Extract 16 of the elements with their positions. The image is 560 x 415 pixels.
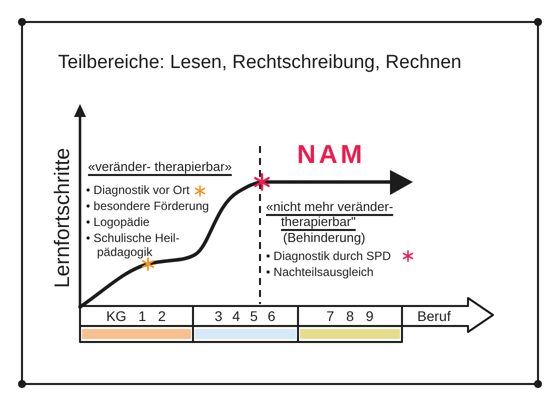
title: Teilbereiche: Lesen, Rechtschreibung, Rechnen: [58, 52, 462, 74]
section-title: NAM: [297, 140, 366, 170]
grade-label: 7 8 9: [326, 308, 374, 324]
list-item: • Diagnostik durch SPD: [266, 250, 391, 264]
axis-label: Lernfortschritte: [50, 148, 75, 288]
list-item: • Schulische Heil- pädagogik: [86, 232, 181, 260]
grade-label: 3 4 5 6: [214, 308, 276, 324]
section-heading: «nicht mehr veränder- therapierbar": [266, 200, 394, 230]
list-item: • besondere Förderung: [86, 200, 209, 214]
list-item: • Logopädie: [86, 216, 150, 230]
note-text: (Behinderung): [283, 231, 366, 246]
list-item: • Nachteilsausgleich: [266, 266, 374, 280]
grade-label: KG 1 2: [106, 308, 166, 324]
grade-label: Beruf: [417, 308, 451, 324]
list-item: • Diagnostik vor Ort: [86, 184, 190, 198]
section-heading: «veränder- therapierbar»: [88, 160, 232, 175]
